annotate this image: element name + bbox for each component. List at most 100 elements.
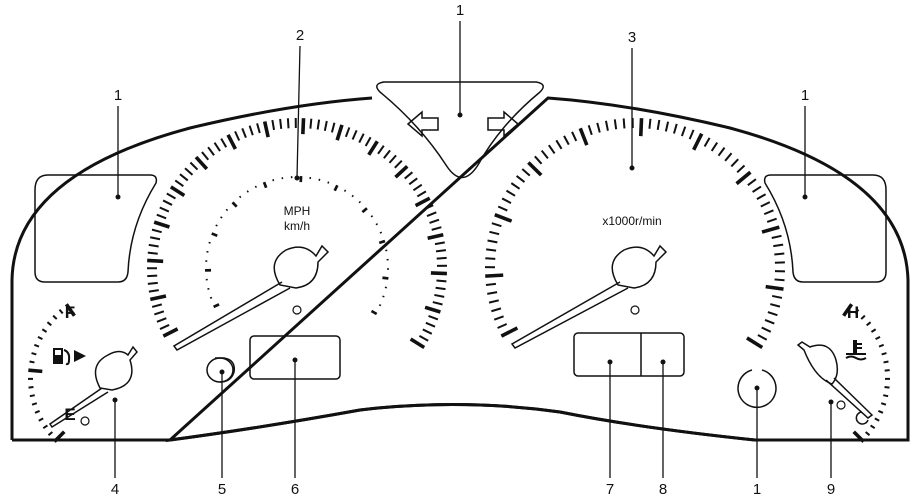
speedometer-tick bbox=[434, 293, 445, 298]
speedometer-tick bbox=[149, 294, 167, 302]
speedometer-tick bbox=[256, 123, 261, 134]
speedometer-tick bbox=[279, 118, 283, 130]
tachometer-tick bbox=[766, 217, 777, 223]
tachometer-tick bbox=[485, 273, 504, 278]
speedometer-tick bbox=[262, 121, 270, 138]
speedometer-tick bbox=[220, 138, 228, 148]
speedometer-inner-tick bbox=[358, 200, 362, 204]
fuel-gauge-tick bbox=[28, 368, 43, 374]
tachometer-tick bbox=[710, 141, 719, 152]
temperature-gauge-tick bbox=[874, 417, 880, 422]
callout-temperature-gauge: 9 bbox=[827, 481, 835, 498]
temperature-gauge-tick bbox=[877, 409, 884, 414]
speedometer-inner-tick bbox=[333, 184, 339, 192]
coolant-temperature-icon bbox=[845, 340, 867, 361]
tachometer-tick bbox=[493, 315, 504, 321]
tachometer-tick bbox=[638, 118, 644, 137]
speedometer-inner-tick bbox=[246, 190, 249, 193]
fuel-gauge-tick bbox=[28, 386, 34, 389]
speedometer-tick bbox=[394, 164, 409, 179]
speedometer-tick bbox=[147, 258, 164, 264]
tachometer-tick bbox=[764, 318, 775, 325]
speedometer-inner-tick bbox=[361, 207, 368, 214]
speed-unit-mph: MPH bbox=[284, 204, 311, 218]
speedometer-inner-tick bbox=[238, 195, 242, 199]
tachometer-tick bbox=[534, 155, 543, 165]
callout-turn-signal: 1 bbox=[456, 2, 464, 19]
temp-indicator-lamp bbox=[855, 411, 869, 425]
callout-dot bbox=[802, 194, 808, 200]
tachometer-tick bbox=[571, 131, 578, 142]
speedometer-inner-tick bbox=[370, 309, 378, 316]
callout-leader bbox=[296, 45, 301, 179]
tachometer-tick bbox=[497, 205, 508, 212]
speedometer-tick bbox=[226, 133, 237, 150]
cluster-bottom bbox=[12, 402, 908, 442]
speedometer-tick bbox=[153, 220, 170, 229]
tachometer-tick bbox=[717, 147, 726, 157]
tachometer-tick bbox=[770, 303, 781, 308]
speedometer-tick bbox=[201, 151, 210, 161]
speedometer-tick bbox=[408, 177, 418, 186]
temperature-gauge-tick bbox=[884, 386, 890, 389]
speedometer-inner-tick bbox=[213, 303, 220, 309]
callout-dot bbox=[629, 165, 635, 171]
speedometer-tick bbox=[194, 155, 209, 171]
callout-dot bbox=[219, 369, 225, 375]
temperature-gauge-tick bbox=[878, 343, 885, 348]
tachometer-tick bbox=[756, 193, 767, 201]
speedometer-tick bbox=[301, 118, 306, 135]
tachometer-tick bbox=[604, 120, 609, 131]
speedometer-inner-tick bbox=[370, 215, 374, 218]
speedometer-inner-tick bbox=[215, 224, 218, 227]
tachometer-indicator bbox=[630, 305, 640, 315]
tachometer-tick bbox=[548, 144, 556, 154]
tachometer-tick bbox=[578, 127, 589, 146]
tachometer-tick bbox=[680, 126, 687, 137]
speedometer-tick bbox=[422, 328, 433, 335]
callout-display-right: 8 bbox=[659, 481, 667, 498]
tachometer-tick bbox=[692, 132, 704, 151]
speedometer-inner-tick bbox=[225, 208, 229, 212]
tachometer-tick bbox=[596, 122, 601, 133]
speedometer-inner-tick bbox=[375, 223, 379, 226]
tachometer-tick bbox=[774, 278, 785, 282]
speedometer-tick bbox=[383, 149, 391, 159]
speedometer-tick bbox=[148, 243, 159, 248]
temperature-gauge-tick bbox=[870, 424, 876, 430]
speedometer-tick bbox=[309, 118, 313, 129]
speedometer-tick bbox=[431, 226, 442, 231]
speedometer-inner-tick bbox=[211, 232, 218, 238]
speedometer-tick bbox=[169, 185, 186, 198]
speedometer-tick bbox=[416, 190, 427, 198]
speed-unit-kmh: km/h bbox=[284, 219, 310, 233]
callout-display-left: 7 bbox=[606, 481, 614, 498]
speedometer-tick bbox=[174, 179, 184, 188]
speedometer-tick bbox=[427, 232, 444, 241]
callout-speedometer: 2 bbox=[296, 27, 304, 44]
speedometer-inner-tick bbox=[272, 178, 275, 182]
tachometer-tick bbox=[521, 168, 531, 177]
callout-dot bbox=[457, 112, 463, 118]
speedometer-tick bbox=[189, 161, 199, 171]
fuel-full-label: F bbox=[65, 303, 75, 322]
speedometer-tick bbox=[151, 303, 163, 308]
speedometer-tick bbox=[435, 249, 447, 253]
callout-left-warning-window: 1 bbox=[114, 87, 122, 104]
speedometer-tick bbox=[330, 122, 336, 133]
speedometer-needle bbox=[172, 244, 330, 351]
tachometer-tick bbox=[563, 135, 570, 146]
speedometer-tick bbox=[425, 321, 436, 328]
fuel-gauge-tick bbox=[31, 402, 38, 406]
speedometer-tick bbox=[436, 279, 447, 283]
left-warning-window bbox=[34, 174, 158, 283]
speedometer-tick bbox=[344, 127, 351, 138]
callout-tachometer: 3 bbox=[628, 29, 636, 46]
tachometer-tick bbox=[767, 311, 778, 317]
speedometer-tick bbox=[424, 305, 441, 314]
fuel-gauge-tick bbox=[31, 352, 37, 356]
speedometer-inner-tick bbox=[208, 241, 211, 244]
speedometer-tick bbox=[286, 118, 290, 129]
speedometer-tick bbox=[414, 196, 431, 208]
